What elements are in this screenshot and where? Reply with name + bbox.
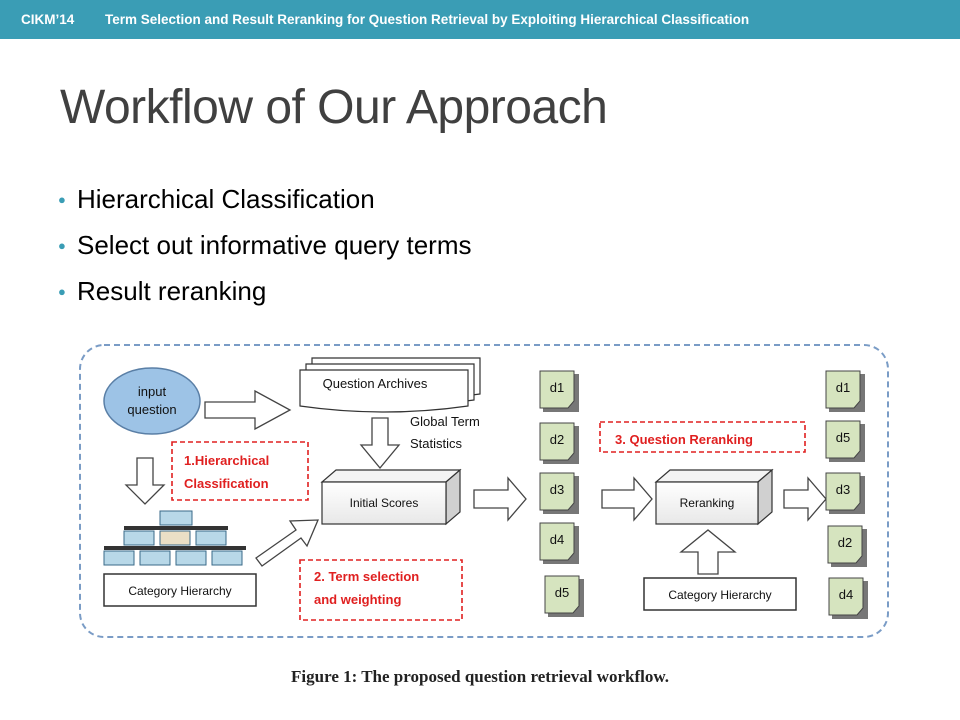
outer-dashed-frame xyxy=(79,344,889,638)
svg-text:d1: d1 xyxy=(550,380,564,395)
document-list-before: d1 d2 d3 d4 d5 xyxy=(539,370,584,617)
reranking-node: Reranking xyxy=(654,468,774,526)
bullet-dot-icon: ● xyxy=(58,237,66,253)
svg-text:d3: d3 xyxy=(550,482,564,497)
document-icon: d3 xyxy=(539,472,579,514)
arrow-up-icon xyxy=(679,529,737,575)
svg-text:d2: d2 xyxy=(550,432,564,447)
step3-question-reranking: 3. Question Reranking xyxy=(599,421,806,453)
workflow-diagram: input question Question Archives Global … xyxy=(79,344,889,638)
svg-text:Question Archives: Question Archives xyxy=(323,376,428,391)
bullet-dot-icon: ● xyxy=(58,191,66,207)
document-icon: d3 xyxy=(825,472,865,514)
slide-title: Workflow of Our Approach xyxy=(60,81,608,134)
svg-text:Initial Scores: Initial Scores xyxy=(350,496,419,510)
input-question-node: input question xyxy=(103,367,201,435)
conference-label: CIKM’14 xyxy=(21,12,75,27)
bullet-dot-icon: ● xyxy=(58,283,66,299)
svg-text:Statistics: Statistics xyxy=(410,436,463,451)
document-icon: d4 xyxy=(828,577,868,619)
svg-text:d2: d2 xyxy=(838,535,852,550)
document-icon: d1 xyxy=(825,370,865,412)
arrow-diagonal-icon xyxy=(255,519,319,567)
arrow-down-icon xyxy=(124,457,166,505)
svg-text:d5: d5 xyxy=(555,585,569,600)
bullet-item: ●Select out informative query terms xyxy=(58,229,472,260)
header-bar: CIKM’14 Term Selection and Result Rerank… xyxy=(0,0,960,39)
arrow-right-icon xyxy=(783,476,827,522)
step2-term-selection: 2. Term selection and weighting xyxy=(299,559,463,621)
svg-text:d4: d4 xyxy=(839,587,853,602)
document-icon: d2 xyxy=(827,525,867,567)
svg-text:d4: d4 xyxy=(550,532,564,547)
svg-text:Category Hierarchy: Category Hierarchy xyxy=(668,588,771,602)
svg-text:3. Question Reranking: 3. Question Reranking xyxy=(615,432,753,447)
svg-text:and weighting: and weighting xyxy=(314,592,401,607)
svg-text:question: question xyxy=(127,402,176,417)
document-icon: d5 xyxy=(825,420,865,462)
svg-text:d3: d3 xyxy=(836,482,850,497)
paper-title: Term Selection and Result Reranking for … xyxy=(105,12,750,27)
arrow-right-icon xyxy=(204,389,292,431)
category-hierarchy-left: Category Hierarchy xyxy=(103,573,257,607)
document-icon: d5 xyxy=(544,575,584,617)
document-list-after: d1 d5 d3 d2 d4 xyxy=(825,370,868,619)
global-term-statistics-label: Global Term Statistics xyxy=(410,414,480,451)
question-archives-node: Question Archives xyxy=(299,357,481,413)
category-hierarchy-right: Category Hierarchy xyxy=(643,577,797,611)
svg-text:Global Term: Global Term xyxy=(410,414,480,429)
arrow-right-icon xyxy=(601,476,653,522)
bullet-item: ●Hierarchical Classification xyxy=(58,183,375,214)
svg-text:Classification: Classification xyxy=(184,476,269,491)
bullet-item: ●Result reranking xyxy=(58,275,267,306)
arrow-down-icon xyxy=(359,417,401,470)
hierarchy-tree-icon xyxy=(103,510,246,566)
initial-scores-node: Initial Scores xyxy=(320,468,462,526)
document-icon: d1 xyxy=(539,370,579,412)
svg-text:Category Hierarchy: Category Hierarchy xyxy=(128,584,231,598)
figure-caption: Figure 1: The proposed question retrieva… xyxy=(291,667,669,686)
svg-text:2. Term selection: 2. Term selection xyxy=(314,569,419,584)
document-icon: d2 xyxy=(539,422,579,464)
document-icon: d4 xyxy=(539,522,579,564)
svg-text:1.Hierarchical: 1.Hierarchical xyxy=(184,453,269,468)
svg-text:input: input xyxy=(138,384,167,399)
arrow-right-icon xyxy=(473,476,527,522)
step1-hierarchical-classification: 1.Hierarchical Classification xyxy=(171,441,309,501)
svg-text:Reranking: Reranking xyxy=(680,496,735,510)
svg-text:d1: d1 xyxy=(836,380,850,395)
bullet-list: ●Hierarchical Classification ●Select out… xyxy=(58,176,472,314)
svg-text:d5: d5 xyxy=(836,430,850,445)
